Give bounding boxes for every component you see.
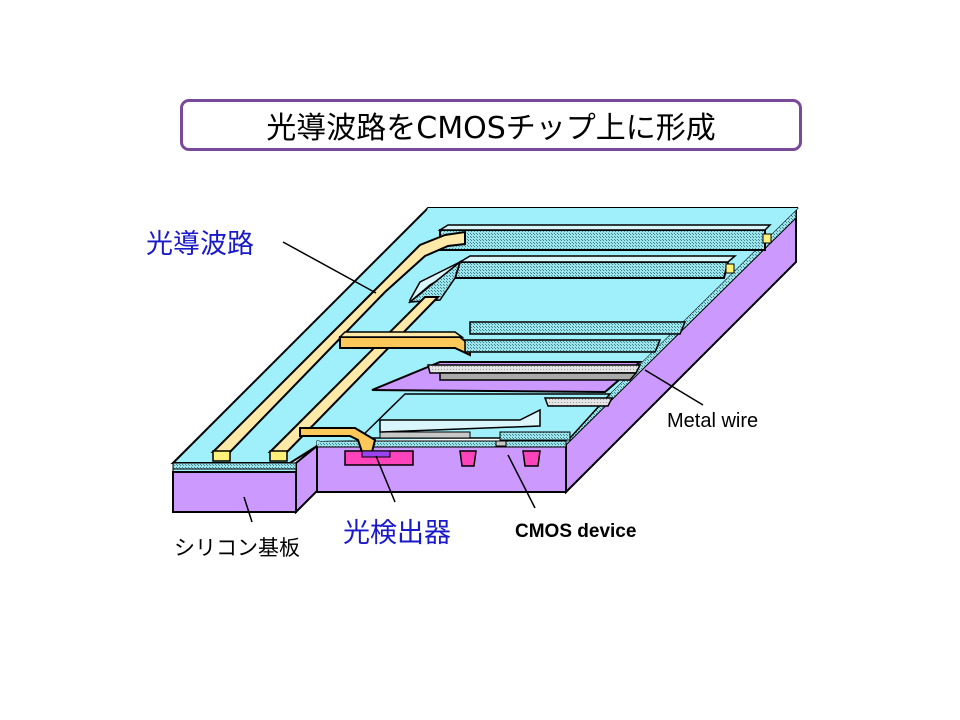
- cmos-source: [459, 450, 477, 467]
- metal-wires: [379, 321, 687, 441]
- waveguide-top: [437, 224, 772, 251]
- label-silicon-substrate: シリコン基板: [174, 536, 300, 560]
- slide-title: 光導波路をCMOSチップ上に形成: [266, 111, 716, 146]
- title-box: 光導波路をCMOSチップ上に形成: [180, 99, 802, 151]
- cmos-drain: [522, 450, 541, 467]
- leader-photodetector: [375, 455, 396, 503]
- label-photodetector: 光検出器: [343, 518, 451, 549]
- devices: [344, 440, 541, 467]
- leader-metal-wire: [644, 369, 704, 406]
- label-metal-wire: Metal wire: [667, 410, 759, 432]
- waveguide-second: [407, 255, 738, 304]
- leader-waveguide: [282, 241, 377, 294]
- optical-waveguide-yellow: [210, 230, 471, 462]
- silicon-substrate-left: [172, 471, 297, 513]
- leader-substrate: [243, 496, 253, 523]
- cmos-gate: [495, 440, 507, 447]
- label-waveguide: 光導波路: [146, 229, 254, 260]
- label-cmos-device: CMOS device: [515, 521, 637, 542]
- leader-cmos: [507, 454, 536, 509]
